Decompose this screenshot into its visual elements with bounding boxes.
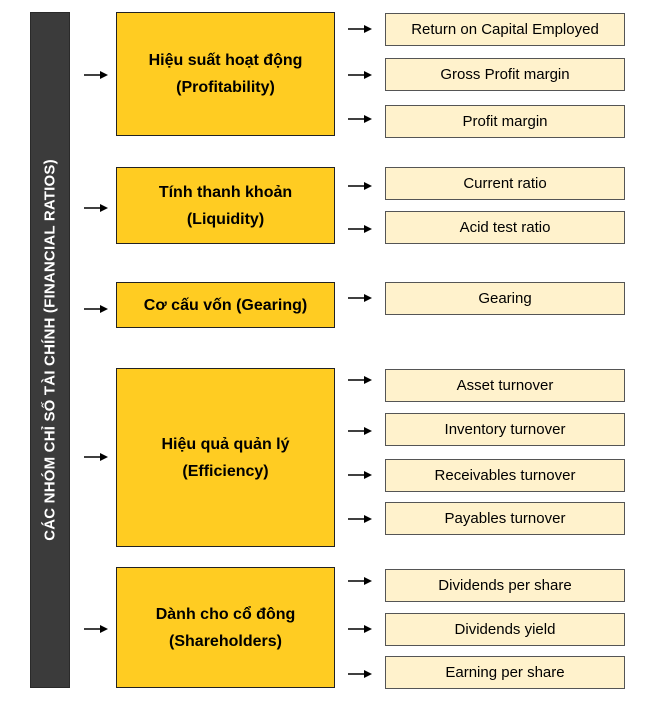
arrow-right-icon (348, 576, 372, 586)
group-title: Tính thanh khoản (158, 183, 293, 201)
arrow-right-icon (348, 293, 372, 303)
arrow-right-icon (84, 203, 108, 213)
item-receivables-turnover: Receivables turnover (385, 459, 625, 492)
arrow-right-icon (348, 181, 372, 191)
arrow-right-icon (348, 624, 372, 634)
arrow-right-icon (84, 70, 108, 80)
item-asset-turnover: Asset turnover (385, 369, 625, 402)
item-dividends-per-share: Dividends per share (385, 569, 625, 602)
arrow-right-icon (348, 70, 372, 80)
arrow-right-icon (348, 114, 372, 124)
group-title: Dành cho cổ đông (155, 605, 296, 623)
group-title: Cơ cấu vốn (Gearing) (143, 296, 308, 314)
item-inventory-turnover: Inventory turnover (385, 413, 625, 446)
item-gearing: Gearing (385, 282, 625, 315)
item-profit-margin: Profit margin (385, 105, 625, 138)
arrow-right-icon (348, 426, 372, 436)
financial-ratios-sidebar: CÁC NHÓM CHỈ SỐ TÀI CHÍNH (FINANCIAL RAT… (30, 12, 70, 688)
group-gearing: Cơ cấu vốn (Gearing) (116, 282, 335, 328)
arrow-right-icon (348, 514, 372, 524)
group-subtitle: (Shareholders) (169, 632, 282, 650)
group-title: Hiệu suất hoạt động (148, 52, 303, 69)
item-payables-turnover: Payables turnover (385, 502, 625, 535)
group-shareholders: Dành cho cổ đông (Shareholders) (116, 567, 335, 688)
group-subtitle: (Efficiency) (182, 462, 269, 480)
group-efficiency: Hiệu quả quản lý (Efficiency) (116, 368, 335, 547)
item-dividends-yield: Dividends yield (385, 613, 625, 646)
sidebar-label: CÁC NHÓM CHỈ SỐ TÀI CHÍNH (FINANCIAL RAT… (41, 159, 59, 541)
arrow-right-icon (84, 452, 108, 462)
arrow-right-icon (348, 224, 372, 234)
arrow-right-icon (348, 24, 372, 34)
arrow-right-icon (84, 304, 108, 314)
arrow-right-icon (348, 669, 372, 679)
group-subtitle: (Profitability) (176, 79, 275, 96)
group-subtitle: (Liquidity) (186, 210, 265, 228)
item-gross-profit-margin: Gross Profit margin (385, 58, 625, 91)
group-profitability: Hiệu suất hoạt động (Profitability) (116, 12, 335, 136)
item-earning-per-share: Earning per share (385, 656, 625, 689)
item-return-on-capital-employed: Return on Capital Employed (385, 13, 625, 46)
item-acid-test-ratio: Acid test ratio (385, 211, 625, 244)
group-title: Hiệu quả quản lý (161, 435, 290, 453)
group-liquidity: Tính thanh khoản (Liquidity) (116, 167, 335, 244)
arrow-right-icon (348, 375, 372, 385)
item-current-ratio: Current ratio (385, 167, 625, 200)
arrow-right-icon (84, 624, 108, 634)
arrow-right-icon (348, 470, 372, 480)
